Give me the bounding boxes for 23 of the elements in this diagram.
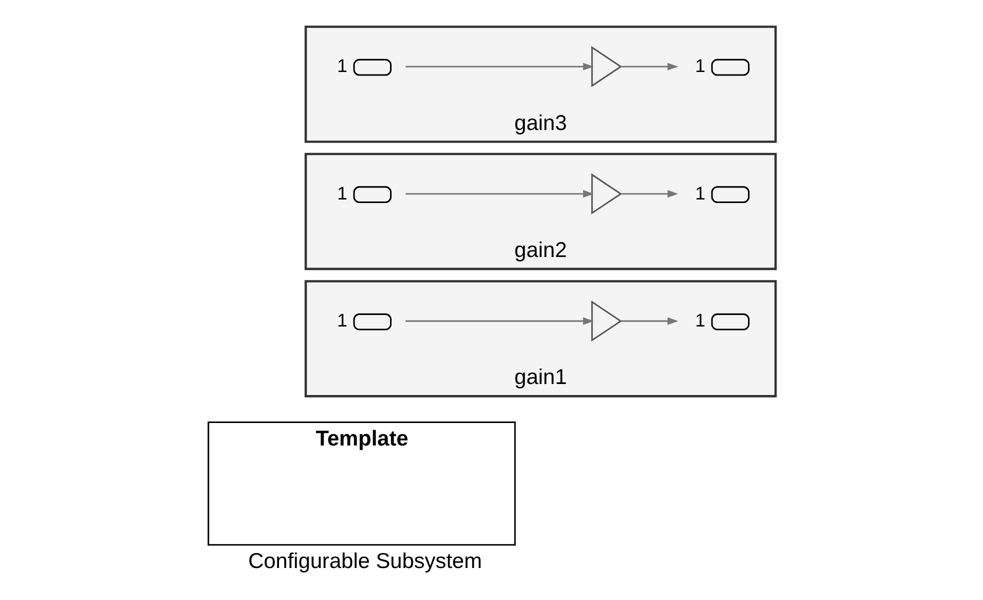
node-label: 1 [336, 55, 347, 76]
node-box [352, 58, 392, 76]
arrow [620, 62, 678, 70]
node-label: 1 [694, 182, 705, 204]
node-box: Template [207, 421, 516, 546]
arrow [405, 62, 594, 70]
node-box [710, 186, 750, 204]
node-box [352, 186, 392, 204]
node-triangle [590, 46, 622, 88]
node-label: 1 [694, 55, 705, 76]
node-box [710, 313, 750, 330]
node-triangle [590, 173, 622, 214]
node-label: 1 [694, 310, 705, 331]
node-box [710, 58, 750, 76]
node-label: 1 [336, 182, 347, 204]
arrow [405, 190, 594, 198]
arrow [620, 317, 678, 325]
arrow [620, 190, 678, 198]
node-triangle [590, 300, 622, 342]
node-label: 1 [336, 310, 347, 331]
node-label: Configurable Subsystem [248, 549, 482, 574]
node-box [352, 313, 392, 330]
arrow [405, 317, 594, 325]
